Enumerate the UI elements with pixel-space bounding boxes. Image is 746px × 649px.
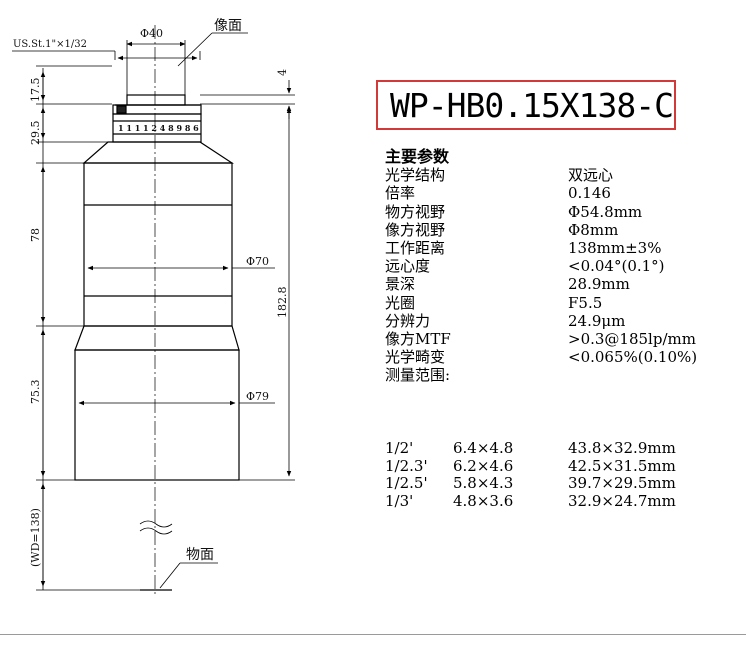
footer-divider: [0, 634, 746, 635]
object-plane-label: 物面: [186, 547, 214, 563]
dim-wd-label: (WD=138): [29, 508, 42, 567]
spec-row: 远心度 <0.04°(0.1°): [385, 257, 715, 275]
spec-label: 远心度: [385, 257, 431, 276]
object-field: 32.9×24.7mm: [568, 491, 676, 510]
spec-label: 分辨力: [385, 311, 431, 330]
spec-row: 像方MTF >0.3@185lp/mm: [385, 330, 715, 348]
image-plane-label: 像面: [214, 18, 242, 34]
thread-spec-leader: [12, 50, 201, 61]
spec-row: 分辨力 24.9μm: [385, 312, 715, 330]
image-size: 4.8×3.6: [453, 491, 514, 510]
dim-17-5-label: 17.5: [29, 78, 42, 103]
sensor-format: 1/2.3': [385, 456, 428, 475]
spec-value: <0.065%(0.10%): [568, 348, 698, 367]
spec-value: >0.3@185lp/mm: [568, 330, 696, 349]
spec-value: 双远心: [568, 166, 614, 185]
thread-spec-label: US.St.1"×1/32: [13, 39, 87, 50]
spec-value: F5.5: [568, 293, 603, 312]
image-size: 5.8×4.3: [453, 474, 514, 492]
measurement-range-table: 1/2' 6.4×4.8 43.8×32.9mm 1/2.3' 6.2×4.6 42.5×…: [385, 439, 676, 511]
left-dimension-lines: [36, 65, 150, 591]
dim-182-8-label: 182.8: [276, 287, 289, 319]
sensor-format: 1/2': [385, 439, 414, 457]
model-name-box: WP-HB0.15X138-C: [376, 80, 676, 130]
top-diameter-dimension: [126, 40, 186, 95]
spec-row: 物方视野 Φ54.8mm: [385, 203, 715, 221]
dim-4-label: 4: [276, 69, 289, 76]
measurement-range-title: 测量范围:: [385, 366, 451, 385]
sensor-format: 1/3': [385, 491, 414, 510]
object-plane-leader: [159, 562, 218, 589]
image-size: 6.2×4.6: [453, 456, 514, 475]
spec-label: 光学畸变: [385, 348, 446, 367]
lens-body: [74, 94, 240, 481]
measurement-row: 1/3' 4.8×3.6 32.9×24.7mm: [385, 491, 676, 511]
focus-ring-marks: 1 1 1 1 2 4 8 9 8 6: [118, 123, 199, 133]
spec-value: 0.146: [568, 184, 611, 203]
spec-label: 工作距离: [385, 239, 446, 258]
spec-label: 景深: [385, 275, 416, 294]
model-name: WP-HB0.15X138-C: [390, 85, 674, 125]
spec-label: 像方MTF: [385, 330, 451, 349]
spec-value: Φ8mm: [568, 220, 619, 239]
spec-row: 景深 28.9mm: [385, 275, 715, 293]
spec-label: 物方视野: [385, 202, 446, 221]
dim-78-label: 78: [29, 228, 42, 242]
spec-label: 倍率: [385, 184, 416, 203]
object-field: 39.7×29.5mm: [568, 474, 676, 492]
dim-75-3-label: 75.3: [29, 380, 42, 405]
top-diameter-label: Φ40: [140, 27, 163, 40]
measurement-row: 1/2.5' 5.8×4.3 39.7×29.5mm: [385, 474, 676, 493]
spec-row: 光学结构 双远心: [385, 166, 715, 184]
measurement-row: 1/2' 6.4×4.8 43.8×32.9mm: [385, 439, 676, 458]
spec-row: 工作距离 138mm±3%: [385, 239, 715, 257]
spec-value: 28.9mm: [568, 275, 630, 294]
spec-row: 光学畸变 <0.065%(0.10%): [385, 348, 715, 366]
diameter-79-label: Φ79: [246, 390, 269, 403]
spec-row: 倍率 0.146: [385, 184, 715, 202]
spec-label: 光学结构: [385, 166, 446, 185]
spec-value: 24.9μm: [568, 311, 626, 330]
right-dimension-lines: [200, 80, 295, 481]
spec-row: 像方视野 Φ8mm: [385, 221, 715, 239]
specs-title: 主要参数: [385, 147, 450, 166]
spec-value: <0.04°(0.1°): [568, 257, 665, 276]
axis-break-mark: [139, 520, 173, 535]
spec-row: 光圈 F5.5: [385, 294, 715, 312]
object-field: 43.8×32.9mm: [568, 439, 676, 457]
spec-value: 138mm±3%: [568, 239, 662, 258]
diameter-70-label: Φ70: [246, 255, 269, 268]
spec-label: 像方视野: [385, 220, 446, 239]
spec-value: Φ54.8mm: [568, 202, 643, 221]
spec-list: 光学结构 双远心倍率 0.146 物方视野 Φ54.8mm 像方视野 Φ8mm 工作距离 138…: [385, 166, 715, 366]
measurement-row: 1/2.3' 6.2×4.6 42.5×31.5mm: [385, 456, 676, 476]
image-size: 6.4×4.8: [453, 439, 514, 457]
image-plane-leader: [177, 32, 248, 67]
object-field: 42.5×31.5mm: [568, 456, 676, 475]
dim-29-5-label: 29.5: [29, 121, 42, 146]
spec-label: 光圈: [385, 293, 416, 312]
sensor-format: 1/2.5': [385, 474, 428, 492]
